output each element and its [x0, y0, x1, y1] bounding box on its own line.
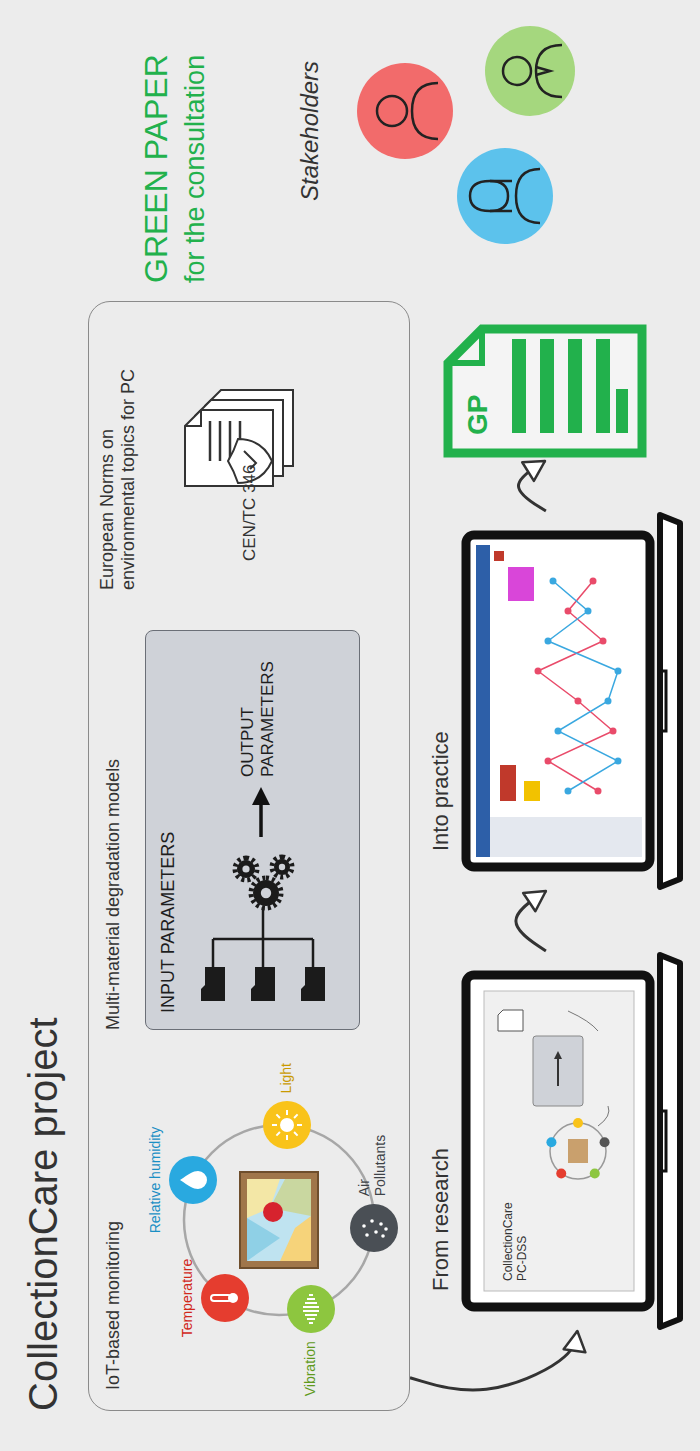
section-heading: IoT-based monitoring: [103, 1221, 124, 1390]
flow-arrow: [516, 891, 546, 951]
sensor-icon: [169, 1156, 217, 1204]
box-heading: INPUT PARAMETERS: [158, 832, 179, 1013]
sensor-label: Vibration: [302, 1341, 318, 1396]
sensor-circle: Vibration: [287, 1285, 335, 1333]
sensor-circle: Light: [263, 1101, 311, 1149]
sensor-icon: [263, 1101, 311, 1149]
standard-label: CEN/TC 346: [240, 465, 260, 561]
box-heading: OUTPUT PARAMETERS: [238, 637, 277, 777]
step-heading: From research: [428, 1148, 453, 1291]
sensor-icon: [287, 1285, 335, 1333]
sensor-label: Relative humidity: [147, 1127, 163, 1234]
green-paper-document: [440, 321, 650, 461]
document-icon: GP: [440, 321, 650, 461]
laptop: Into practice: [428, 511, 690, 891]
laptop-illustration: [428, 511, 690, 891]
model-box: INPUT PARAMETERS OUTPUT PARAMETERS: [145, 630, 360, 1030]
laptop: From research CollectionCare PC-DSS: [428, 951, 690, 1331]
sensor-circle: Air Pollutants: [350, 1204, 398, 1252]
laptop-illustration: [428, 951, 690, 1331]
green-paper-title: GREEN PAPER: [138, 54, 175, 283]
sensor-label: Temperature: [179, 1259, 195, 1338]
sensor-circle: Temperature: [201, 1274, 249, 1322]
screen-text: CollectionCare PC-DSS: [502, 1189, 530, 1281]
section-heading: European Norms on environmental topics f…: [97, 320, 138, 590]
sensor-circle: Relative humidity: [169, 1156, 217, 1204]
flow-arrow: [518, 461, 545, 511]
sensor-label: Air Pollutants: [356, 1124, 388, 1196]
stakeholder-icons: [357, 26, 575, 244]
step-heading: Into practice: [428, 731, 453, 851]
document-label: GP: [462, 395, 494, 435]
section-heading: Multi-material degradation models: [103, 759, 124, 1030]
stakeholders-label: Stakeholders: [296, 61, 324, 201]
sensor-icon: [201, 1274, 249, 1322]
documents-icon: [185, 390, 293, 486]
flow-arrow: [410, 1331, 577, 1390]
sensor-icon: [350, 1204, 398, 1252]
diagram-title: CollectionCare project: [20, 1017, 66, 1411]
green-paper-subtitle: for the consultation: [180, 55, 211, 283]
sensor-label: Light: [278, 1063, 294, 1093]
